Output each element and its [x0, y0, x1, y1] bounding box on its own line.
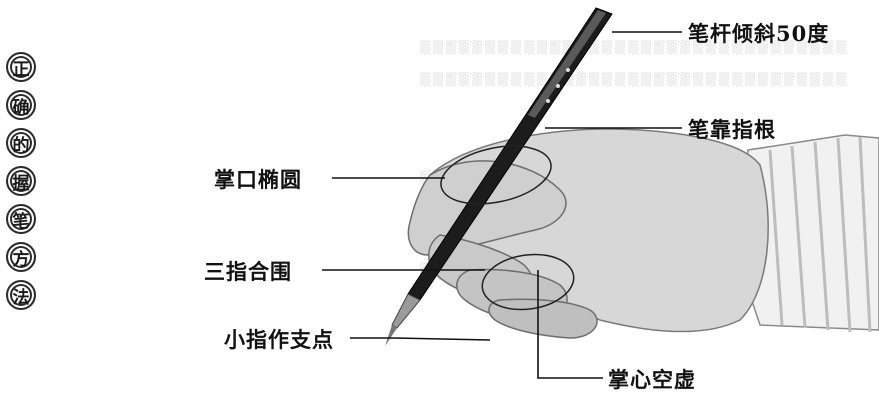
title-char: 正 [6, 52, 36, 82]
background-text-line: ▒▒▒▒▒▒▒▒▒▒▒▒▒▒▒▒▒▒▒▒▒▒▒▒▒▒▒▒▒▒▒▒▒ [420, 40, 849, 55]
title-char: 笔 [6, 204, 36, 234]
title-char: 法 [6, 280, 36, 310]
leader-lines [322, 31, 682, 379]
pen [385, 7, 613, 346]
title-char: 确 [6, 90, 36, 120]
label-pen-on-root: 笔靠指根 [688, 117, 776, 142]
label-palm-hollow: 掌心空虚 [608, 367, 696, 392]
label-pen-angle: 笔杆倾斜50度 [688, 21, 830, 46]
title-char: 的 [6, 128, 36, 158]
label-three-fingers: 三指合围 [204, 259, 292, 284]
title-char: 握 [6, 166, 36, 196]
title-char: 方 [6, 242, 36, 272]
background-text-line: ▒▒▒▒▒▒▒▒▒▒▒▒▒▒▒▒▒▒▒▒▒▒▒▒▒▒▒▒▒▒▒▒▒ [420, 72, 849, 87]
fingers-ellipse-marker [481, 253, 575, 311]
label-little-finger: 小指作支点 [224, 327, 334, 352]
label-palm-ellipse: 掌口椭圆 [214, 167, 302, 192]
palm-ellipse-marker [440, 145, 552, 205]
thumb [407, 160, 567, 256]
shirt-cuff [734, 134, 879, 333]
